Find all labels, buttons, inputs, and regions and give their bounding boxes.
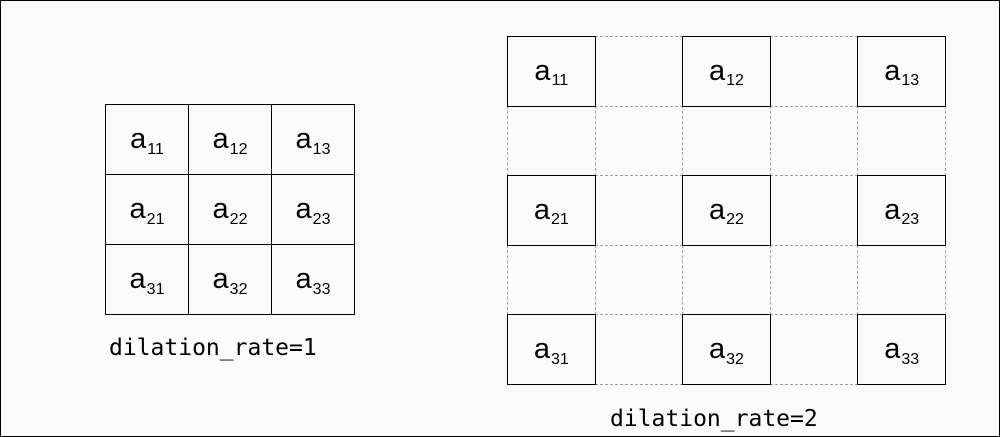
cell-letter: a	[212, 263, 229, 295]
cell-subscript: 23	[312, 210, 331, 228]
cell-letter: a	[129, 193, 146, 225]
cell-subscript: 22	[229, 210, 248, 228]
dilation-rate-2-caption: dilation_rate=2	[610, 406, 818, 432]
cell-subscript: 11	[147, 140, 164, 158]
gap-cell	[769, 244, 859, 316]
cell-subscript: 12	[726, 72, 744, 90]
cell-letter: a	[884, 54, 901, 87]
cell-subscript: 23	[901, 211, 920, 229]
cell-subscript: 12	[229, 140, 248, 158]
gap-cell	[769, 314, 859, 385]
cell-letter: a	[129, 263, 146, 295]
gap-cell	[682, 105, 771, 177]
gap-cell	[682, 244, 771, 316]
cell-subscript: 32	[726, 350, 744, 368]
gap-cell	[769, 36, 859, 107]
cell-letter: a	[295, 263, 312, 295]
cell-letter: a	[884, 333, 901, 366]
gap-cell	[769, 175, 859, 246]
gap-cell	[857, 244, 946, 316]
cell-letter: a	[534, 54, 551, 87]
cell-subscript: 33	[901, 350, 920, 368]
cell-letter: a	[295, 123, 312, 155]
gap-cell	[594, 36, 684, 107]
cell-subscript: 13	[901, 72, 920, 90]
cell-subscript: 11	[551, 72, 569, 90]
cell-letter: a	[533, 193, 550, 226]
dilation-rate-1-caption: dilation_rate=1	[109, 335, 317, 361]
cell-letter: a	[295, 193, 312, 225]
cell-letter: a	[709, 333, 726, 366]
cell-letter: a	[212, 123, 229, 155]
cell-subscript: 22	[726, 211, 744, 229]
cell-subscript: 31	[550, 350, 569, 368]
gap-cell	[507, 244, 596, 316]
cell-subscript: 33	[312, 280, 331, 298]
gap-cell	[857, 105, 946, 177]
cell-subscript: 13	[312, 140, 331, 158]
cell-subscript: 31	[146, 280, 165, 298]
gap-cell	[594, 105, 684, 177]
cell-subscript: 21	[550, 211, 569, 229]
cell-letter: a	[884, 193, 901, 226]
gap-cell	[769, 105, 859, 177]
cell-subscript: 21	[146, 210, 165, 228]
cell-letter: a	[130, 123, 147, 155]
gap-cell	[507, 105, 596, 177]
cell-letter: a	[709, 54, 726, 87]
cell-letter: a	[533, 333, 550, 366]
gap-cell	[594, 175, 684, 246]
cell-subscript: 32	[229, 280, 248, 298]
gap-cell	[594, 244, 684, 316]
cell-letter: a	[212, 193, 229, 225]
cell-letter: a	[709, 193, 726, 226]
gap-cell	[594, 314, 684, 385]
